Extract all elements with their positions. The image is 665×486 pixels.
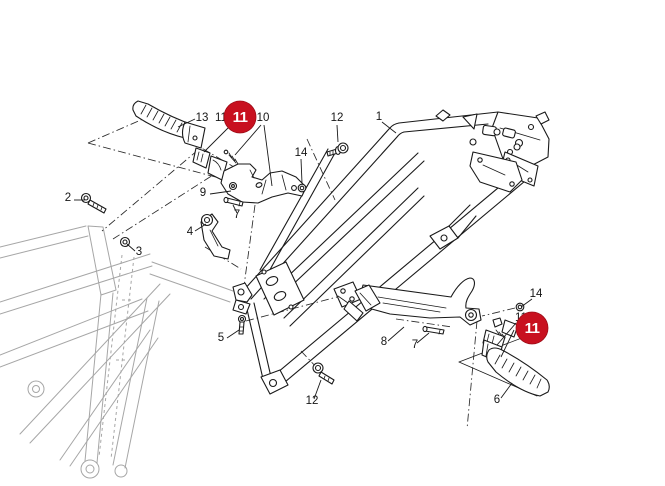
callout-leader-lines bbox=[74, 118, 533, 400]
highlight-circle[interactable] bbox=[223, 100, 257, 134]
callout-9: 9 bbox=[200, 187, 206, 199]
callout-10: 10 bbox=[257, 112, 270, 124]
callout-8: 8 bbox=[381, 336, 387, 348]
callout-7-lower: 7 bbox=[412, 339, 418, 351]
part-11-highlight-badge-left[interactable]: 11 bbox=[223, 100, 257, 134]
callout-12-top: 12 bbox=[331, 112, 344, 124]
highlight-label: 11 bbox=[525, 320, 540, 337]
front-footpeg-drawing bbox=[132, 100, 206, 149]
callout-3: 3 bbox=[136, 246, 142, 258]
pin-7-lower-drawing bbox=[422, 325, 445, 335]
callout-14-left: 14 bbox=[295, 147, 308, 159]
callout-2: 2 bbox=[65, 192, 71, 204]
highlight-label: 11 bbox=[233, 109, 248, 126]
callout-7-upper: 7 bbox=[234, 209, 240, 221]
pin-7-upper-drawing bbox=[223, 196, 244, 207]
nut-14-right-drawing bbox=[515, 302, 525, 312]
callout-14-right: 14 bbox=[530, 288, 543, 300]
callout-12-bottom: 12 bbox=[306, 395, 319, 407]
bolt-2-drawing bbox=[80, 192, 107, 214]
bolt-5-drawing bbox=[237, 314, 247, 335]
bolt-12-bottom-drawing bbox=[312, 362, 335, 385]
bolt-12-top-drawing bbox=[326, 142, 349, 157]
footpeg-bracket-9-drawing bbox=[220, 163, 307, 204]
front-footpeg-pivot-parts-drawing bbox=[192, 147, 228, 181]
part-11-highlight-badge-right[interactable]: 11 bbox=[515, 311, 549, 345]
callout-labels: 13 11 10 12 1 14 2 9 7 4 3 5 12 8 7 11 1… bbox=[65, 111, 543, 407]
highlight-circle[interactable] bbox=[515, 311, 549, 345]
main-frame-ghost-drawing bbox=[0, 225, 234, 479]
footpeg-hanger-8-drawing bbox=[343, 277, 482, 326]
callout-5: 5 bbox=[218, 332, 224, 344]
rear-footpeg-drawing bbox=[481, 339, 550, 397]
callout-13: 13 bbox=[196, 112, 209, 124]
nut-14-left-drawing bbox=[297, 183, 307, 193]
callout-6: 6 bbox=[494, 394, 500, 406]
bracket-4-drawing bbox=[200, 213, 231, 260]
rear-subframe-drawing bbox=[232, 109, 550, 395]
callout-1: 1 bbox=[376, 111, 382, 123]
callout-4: 4 bbox=[187, 226, 194, 238]
callout-11-left: 11 bbox=[215, 112, 227, 124]
spring-10-drawing bbox=[223, 149, 239, 165]
